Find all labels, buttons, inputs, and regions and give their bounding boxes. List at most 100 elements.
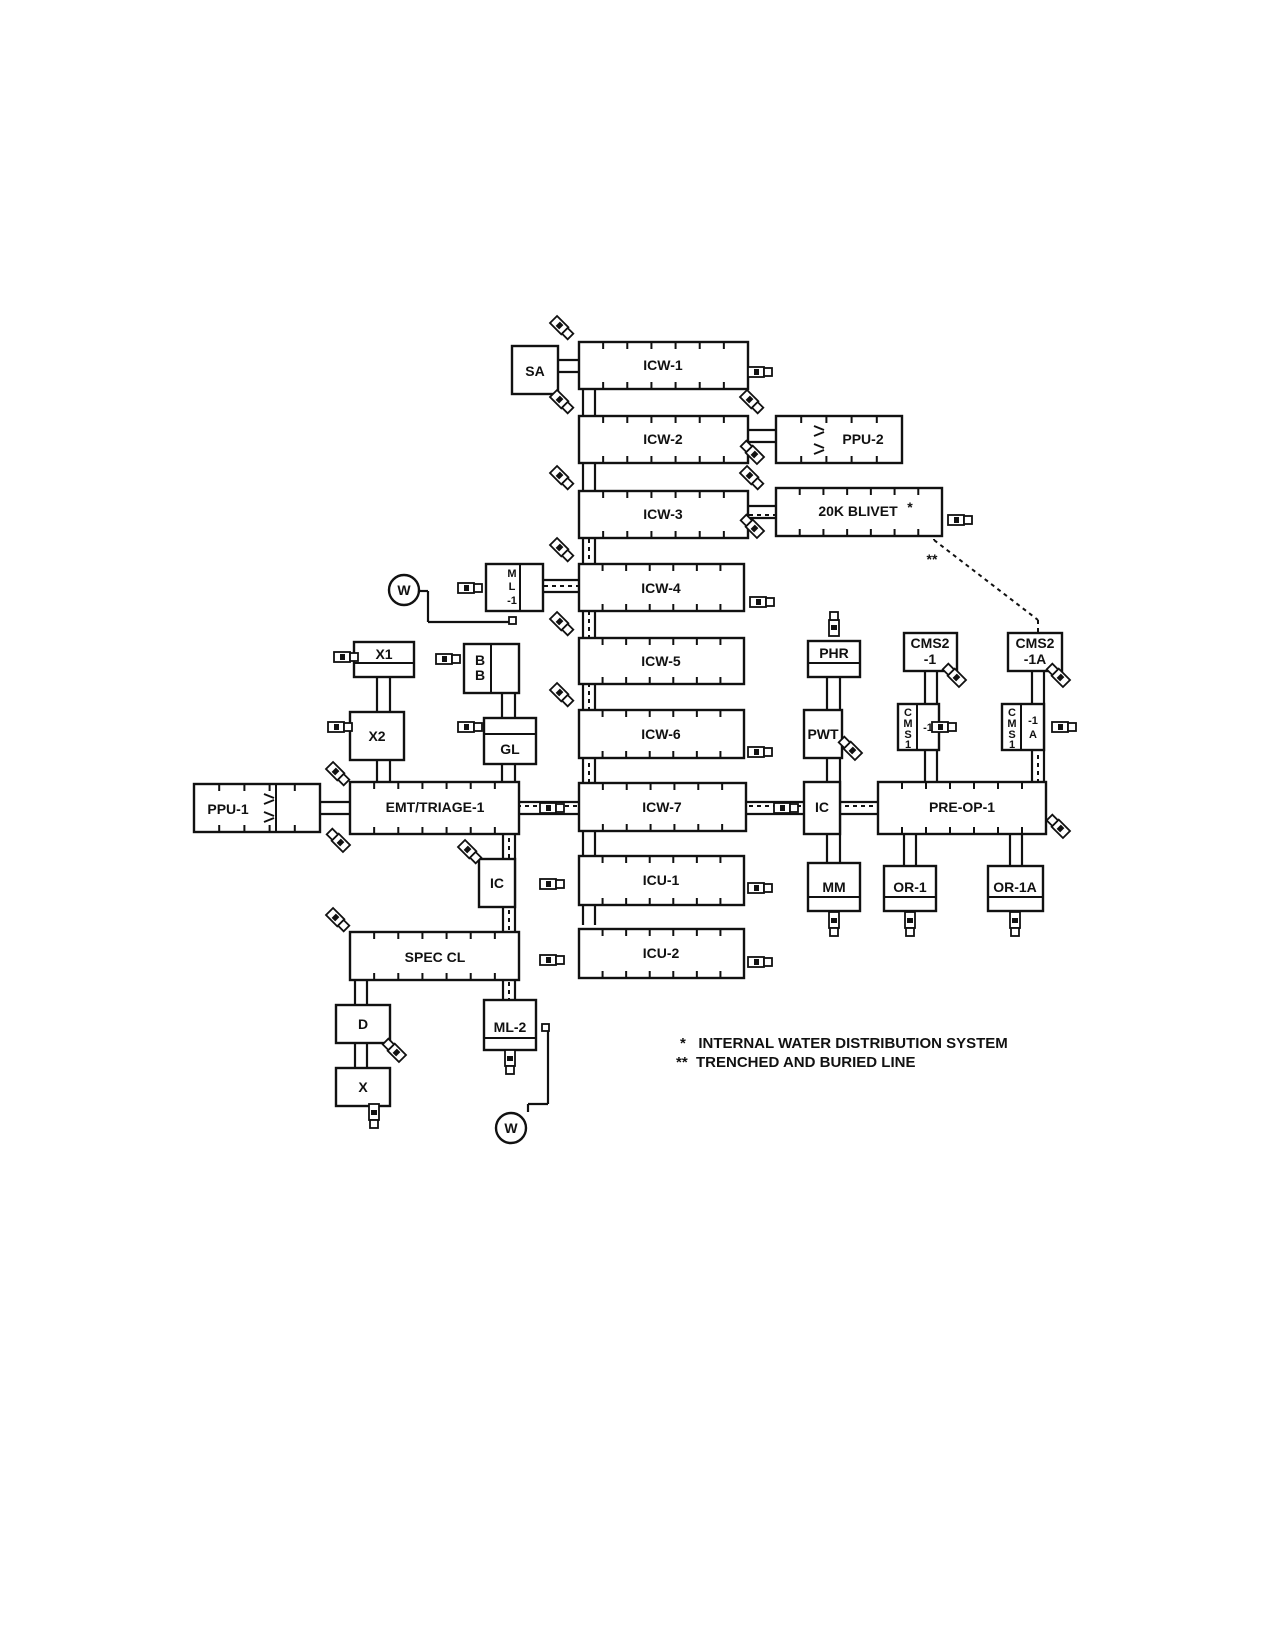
box-ml-1: M L -1 [484, 562, 545, 613]
faucet-icon [738, 464, 765, 491]
box-x-label: X [358, 1079, 368, 1095]
box-sa-label: SA [525, 363, 544, 379]
cms2-1a-label-b: -1A [1024, 651, 1047, 667]
box-icw-6: ICW-6 [577, 708, 746, 760]
faucet-icon [457, 721, 483, 733]
cms1-1-label-m: M [903, 718, 912, 730]
faucet-icon [747, 366, 773, 378]
legend-line-trenched: ** TRENCHED AND BURIED LINE [676, 1054, 915, 1071]
box-icw-5: ICW-5 [577, 636, 746, 686]
cms1-1a-label-r2: A [1029, 729, 1037, 741]
trench-marker: ** [927, 551, 938, 567]
well-w-bottom-label: W [504, 1120, 518, 1136]
faucet-icon [368, 1103, 380, 1129]
faucet-icon [548, 388, 575, 415]
box-ppu-2-label: PPU-2 [842, 431, 883, 447]
box-icu-1: ICU-1 [577, 854, 746, 907]
box-icw-3-label: ICW-3 [643, 506, 683, 522]
faucet-icon [381, 1037, 408, 1064]
faucet-icon [325, 827, 352, 854]
bb-label-b2: B [475, 667, 485, 683]
cms1-1-label-right: -1 [923, 722, 933, 734]
box-icw-4-label: ICW-4 [641, 580, 681, 596]
box-icw-5-label: ICW-5 [641, 653, 681, 669]
faucet-icon [749, 596, 775, 608]
box-ic-right-label: IC [815, 799, 829, 815]
box-icu-2: ICU-2 [577, 927, 746, 980]
faucet-icon [327, 721, 353, 733]
box-or-1-label: OR-1 [893, 879, 927, 895]
faucet-icon [837, 735, 864, 762]
box-emt-triage-1-label: EMT/TRIAGE-1 [386, 799, 485, 815]
faucet-fixtures [324, 314, 1077, 1129]
box-icw-7-label: ICW-7 [642, 799, 682, 815]
box-mm-label: MM [822, 879, 845, 895]
faucet-icon [456, 838, 483, 865]
box-ic-right: IC [802, 780, 842, 836]
faucet-icon [539, 802, 565, 814]
cms1-1a-label-s: S [1008, 729, 1015, 741]
box-mm: MM [806, 861, 862, 913]
box-icw-3: ICW-3 [577, 489, 750, 540]
ml-1-label-l: L [509, 581, 516, 593]
box-icu-2-label: ICU-2 [643, 945, 680, 961]
cms2-1-label-a: CMS2 [911, 635, 950, 651]
box-x1: X1 [352, 640, 416, 679]
cms1-1a-label-r1: -1 [1028, 715, 1038, 727]
faucet-icon [548, 314, 575, 341]
box-d: D [334, 1003, 392, 1045]
well-w-top-label: W [397, 582, 411, 598]
well-w-bottom: W [494, 1111, 528, 1145]
faucet-icon [904, 911, 916, 937]
box-ml-2-label: ML-2 [494, 1019, 527, 1035]
box-or-1a-label: OR-1A [993, 879, 1037, 895]
well-w-top: W [387, 573, 421, 607]
box-gl: GL [482, 716, 538, 766]
cms1-1-label-s: S [904, 729, 911, 741]
box-phr-label: PHR [819, 645, 849, 661]
faucet-icon [457, 582, 483, 594]
ml-2-valve [541, 1023, 550, 1032]
faucet-icon [548, 464, 575, 491]
box-20k-blivet: 20K BLIVET * [774, 486, 944, 538]
box-x2-label: X2 [368, 728, 385, 744]
faucet-icon [1045, 813, 1072, 840]
faucet-icon [504, 1049, 516, 1075]
faucet-icon [539, 878, 565, 890]
box-icw-6-label: ICW-6 [641, 726, 681, 742]
faucet-icon [548, 536, 575, 563]
ml-1-valve [508, 616, 517, 625]
box-spec-cl-label: SPEC CL [405, 949, 466, 965]
box-spec-cl: SPEC CL [348, 930, 521, 982]
box-icw-4: ICW-4 [577, 562, 746, 613]
box-d-label: D [358, 1016, 368, 1032]
legend-line-internal-water: * INTERNAL WATER DISTRIBUTION SYSTEM [680, 1035, 1008, 1052]
cms2-1-label-b: -1 [924, 651, 937, 667]
legend: * INTERNAL WATER DISTRIBUTION SYSTEM ** … [676, 1035, 1008, 1071]
box-ic-left-label: IC [490, 875, 504, 891]
box-emt-triage-1: EMT/TRIAGE-1 [348, 780, 521, 836]
faucet-icon [1009, 911, 1021, 937]
faucet-icon [333, 651, 359, 663]
box-20k-blivet-label: 20K BLIVET [818, 503, 898, 519]
blivet-asterisk: * [907, 499, 913, 515]
faucet-icon [931, 721, 957, 733]
cms2-1a-label-a: CMS2 [1016, 635, 1055, 651]
box-icw-2-label: ICW-2 [643, 431, 683, 447]
cms1-1a-label-m: M [1007, 718, 1016, 730]
faucet-icon [747, 882, 773, 894]
box-tick-marks [218, 342, 1023, 980]
faucet-icon [828, 611, 840, 637]
box-x1-label: X1 [375, 646, 392, 662]
box-sa: SA [510, 344, 560, 396]
faucet-icon [1045, 662, 1072, 689]
faucet-icon [941, 662, 968, 689]
box-phr: PHR [806, 639, 862, 679]
box-x2: X2 [348, 710, 406, 762]
box-x: X [334, 1066, 392, 1108]
box-ppu-1-label: PPU-1 [207, 801, 248, 817]
faucet-icon [773, 802, 799, 814]
faucet-icon [947, 514, 973, 526]
box-icw-7: ICW-7 [577, 781, 748, 833]
